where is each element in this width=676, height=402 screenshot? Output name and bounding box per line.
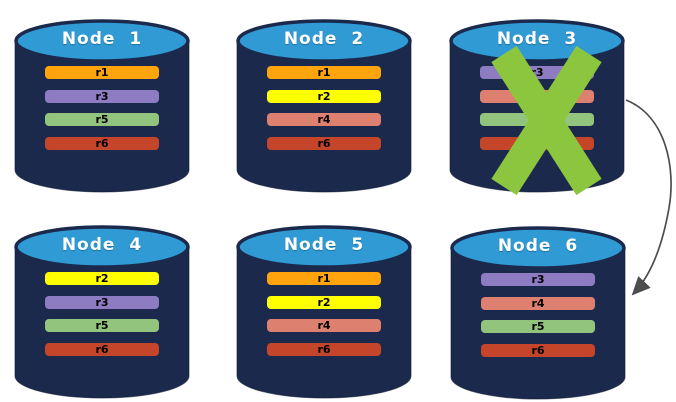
replica-bar: r6 bbox=[267, 342, 381, 356]
replica-label: r2 bbox=[95, 272, 109, 285]
replica-bar: r4 bbox=[267, 113, 381, 126]
replica-bar: r3 bbox=[45, 89, 159, 103]
replica-bar: r6 bbox=[45, 136, 159, 150]
replica-bar: r6 bbox=[481, 343, 595, 357]
replica-bar: r5 bbox=[45, 113, 159, 126]
replica-label: r2 bbox=[317, 295, 331, 309]
replica-label: r1 bbox=[95, 66, 109, 79]
replica-label: r6 bbox=[317, 342, 331, 356]
replica-label: r3 bbox=[95, 295, 109, 309]
replica-label: r4 bbox=[317, 113, 331, 126]
database-node-2: Node 2 r1 r2 r4 r6 bbox=[235, 10, 413, 196]
replica-label: r5 bbox=[531, 320, 545, 333]
replica-bar: r5 bbox=[45, 319, 159, 332]
node-title: Node 6 bbox=[497, 236, 579, 256]
node-title: Node 5 bbox=[283, 235, 365, 255]
replica-bar: r3 bbox=[45, 295, 159, 309]
replica-label: r1 bbox=[317, 66, 331, 79]
replica-bar: r2 bbox=[267, 89, 381, 103]
replica-label: r6 bbox=[95, 342, 109, 356]
replica-list: r1 r3 r5 r6 bbox=[45, 66, 159, 160]
replica-bar: r2 bbox=[45, 272, 159, 285]
replica-bar: r1 bbox=[267, 66, 381, 79]
node-title: Node 2 bbox=[283, 29, 365, 49]
cylinder-top bbox=[450, 226, 626, 270]
replica-bar: r6 bbox=[45, 342, 159, 356]
node-title: Node 4 bbox=[61, 235, 143, 255]
replica-label: r5 bbox=[95, 319, 109, 332]
database-node-1: Node 1 r1 r3 r5 r6 bbox=[13, 10, 191, 196]
failure-x-icon bbox=[491, 45, 602, 196]
replica-bar: r3 bbox=[481, 273, 595, 286]
replica-bar: r1 bbox=[267, 272, 381, 285]
replica-bar: r4 bbox=[481, 296, 595, 310]
database-node-4: Node 4 r2 r3 r5 r6 bbox=[13, 216, 191, 402]
replica-list: r1 r2 r4 r6 bbox=[267, 66, 381, 160]
replica-label: r1 bbox=[317, 272, 331, 285]
replica-bar: r1 bbox=[45, 66, 159, 79]
replica-list: r3 r4 r5 r6 bbox=[481, 273, 595, 367]
replica-label: r6 bbox=[317, 136, 331, 150]
replica-label: r4 bbox=[531, 296, 545, 310]
replica-list: r1 r2 r4 r6 bbox=[267, 272, 381, 366]
replica-bar: r2 bbox=[267, 295, 381, 309]
replica-label: r5 bbox=[95, 113, 109, 126]
replica-label: r6 bbox=[95, 136, 109, 150]
replica-list: r2 r3 r5 r6 bbox=[45, 272, 159, 366]
cylinder-top bbox=[14, 225, 190, 269]
node-title: Node 1 bbox=[61, 29, 143, 49]
replica-label: r2 bbox=[317, 89, 331, 103]
failover-arrow bbox=[625, 99, 672, 296]
database-node-6: Node 6 r3 r4 r5 r6 bbox=[449, 217, 627, 402]
replica-bar: r6 bbox=[267, 136, 381, 150]
replica-label: r6 bbox=[531, 343, 545, 357]
cylinder-top bbox=[14, 19, 190, 63]
replica-label: r3 bbox=[95, 89, 109, 103]
replica-label: r4 bbox=[317, 319, 331, 332]
cylinder-top bbox=[236, 19, 412, 63]
replica-bar: r4 bbox=[267, 319, 381, 332]
replica-label: r3 bbox=[531, 273, 545, 286]
replica-bar: r5 bbox=[481, 320, 595, 333]
node-title: Node 3 bbox=[496, 29, 578, 49]
database-node-5: Node 5 r1 r2 r4 r6 bbox=[235, 216, 413, 402]
cylinder-top bbox=[236, 225, 412, 269]
